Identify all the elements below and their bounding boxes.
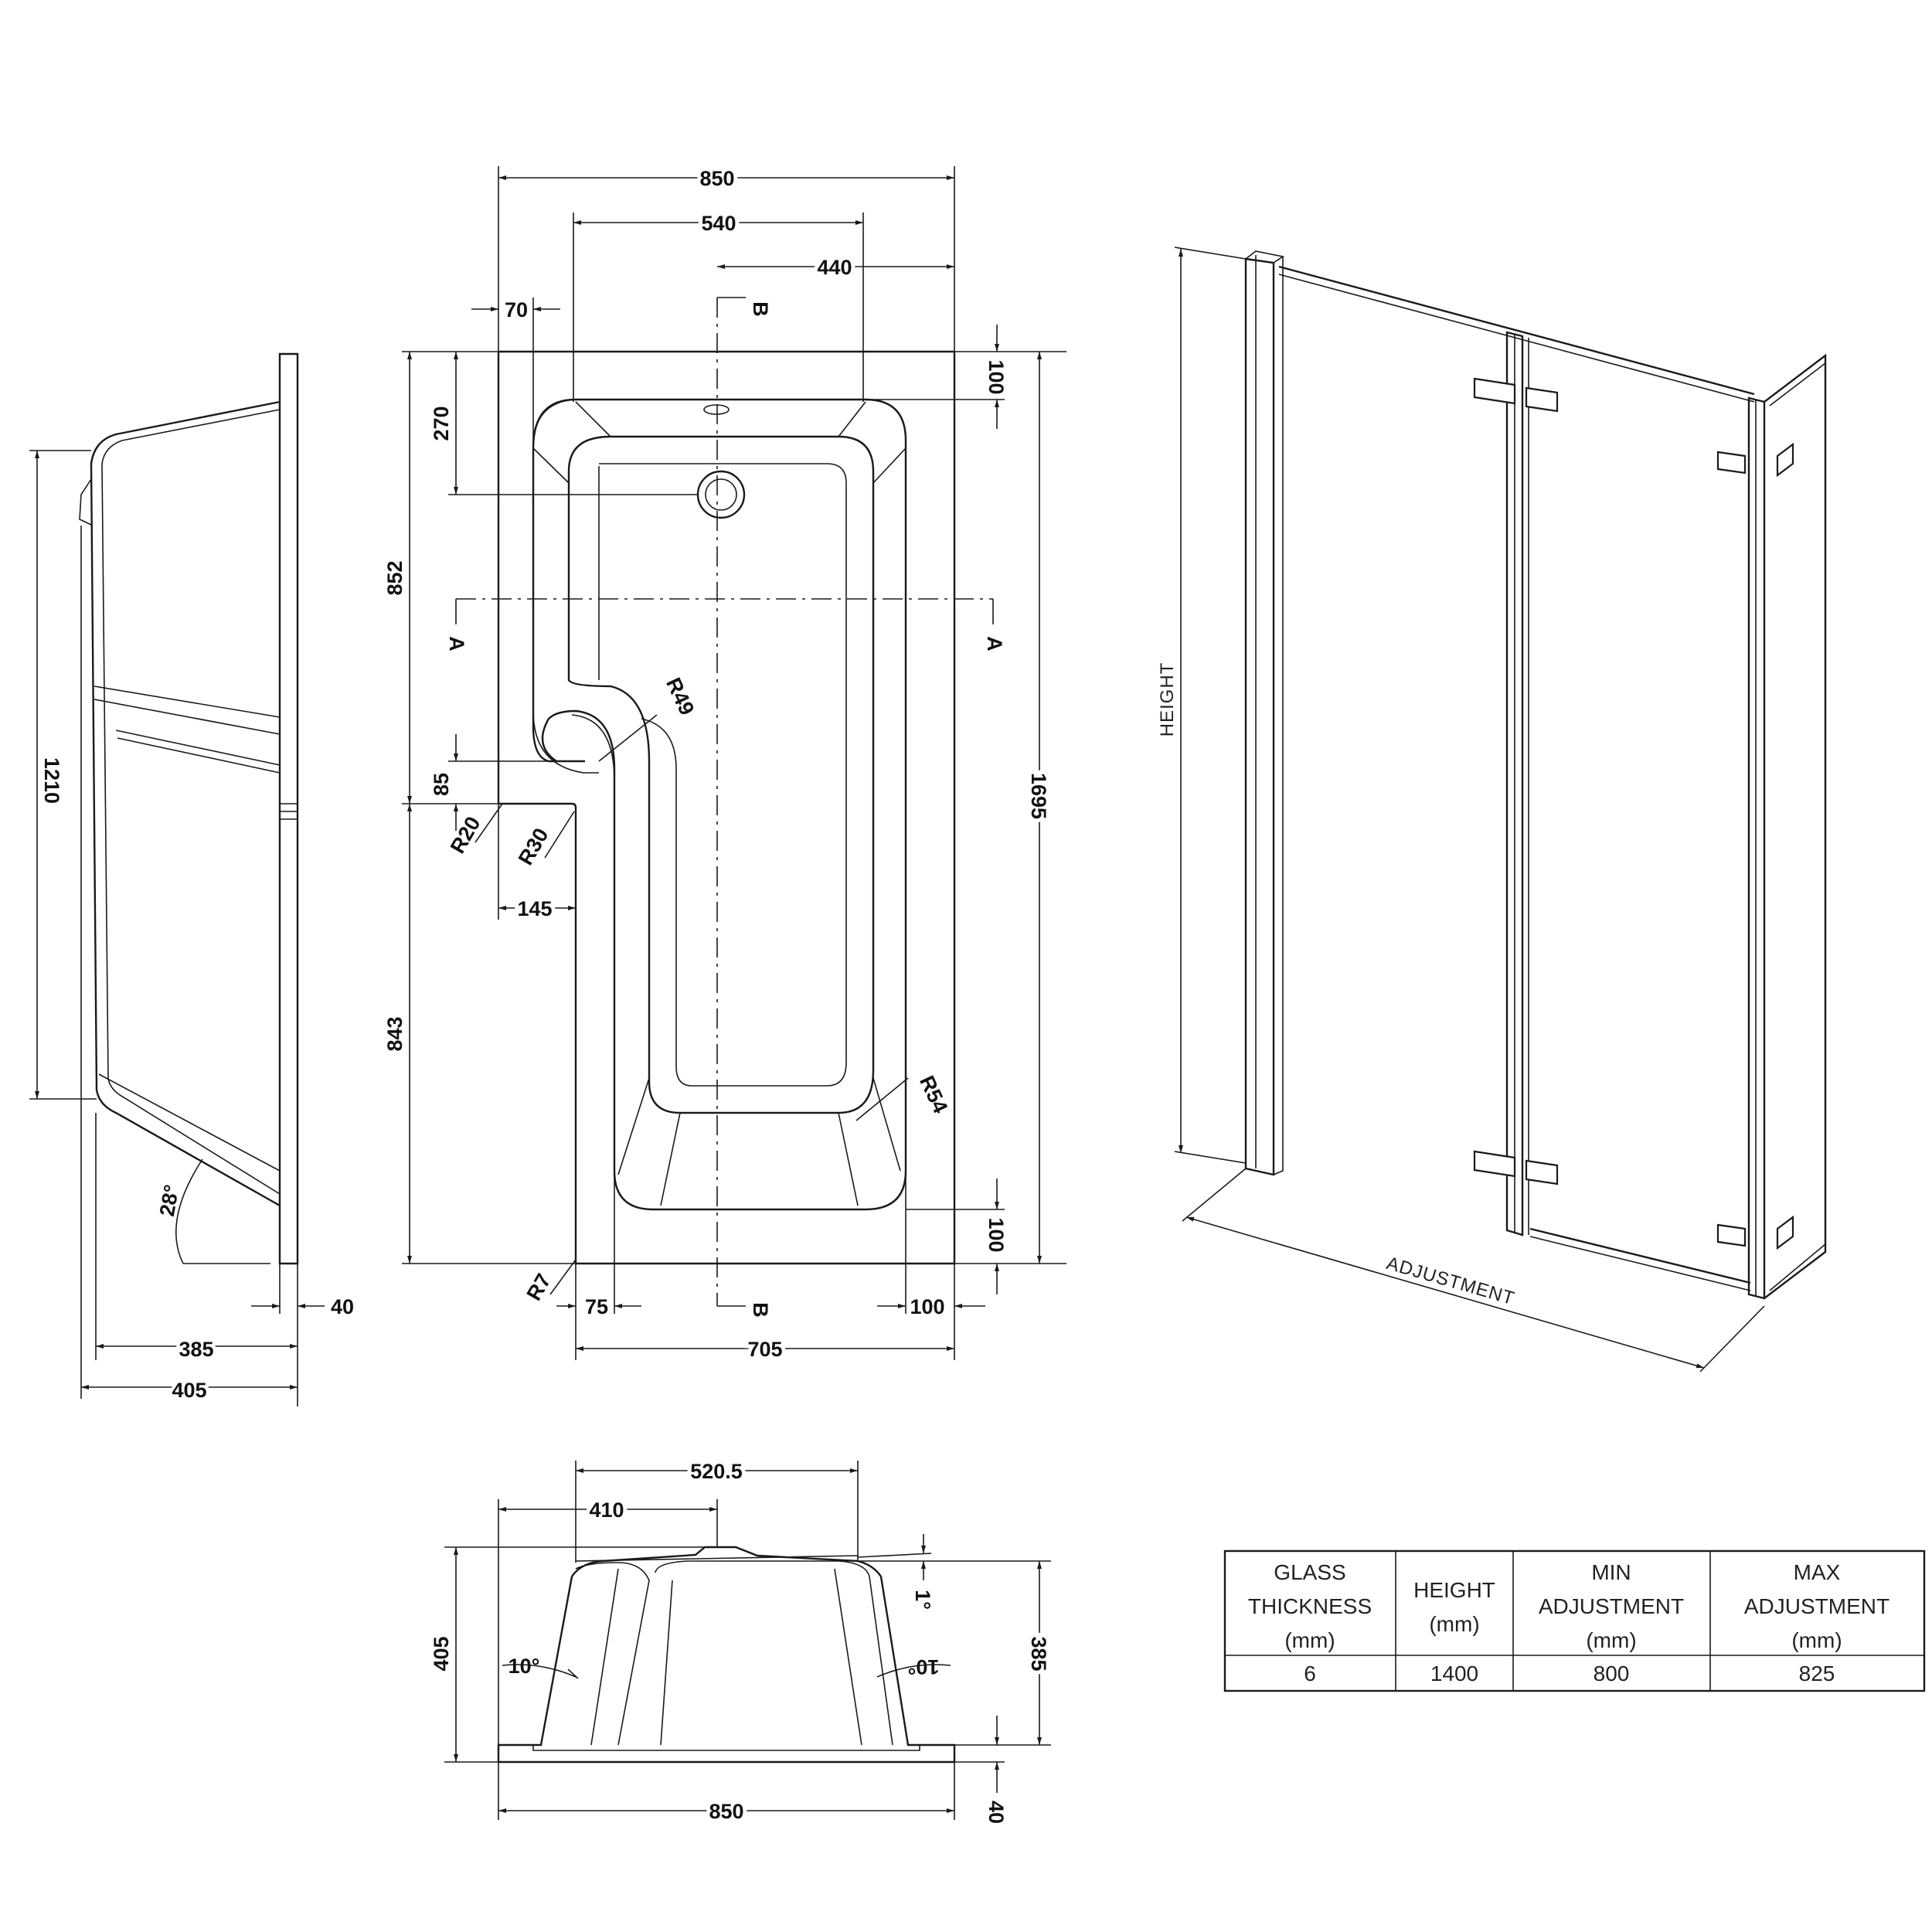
table-header-max-2: ADJUSTMENT [1744,1594,1889,1618]
table-header-glass-3: (mm) [1284,1628,1335,1652]
table-header-min-3: (mm) [1586,1628,1636,1652]
plan-rim-top-label: 100 [985,359,1008,394]
table-header-min-1: MIN [1591,1560,1631,1584]
side-angle-label: 28° [155,1183,184,1218]
plan-rim-left-bottom-label: 75 [585,1295,608,1318]
plan-bowl [532,398,907,1211]
plan-step-label: 85 [430,773,453,796]
side-view: 1210 28° 40 385 405 [29,352,354,1406]
side-view-outline [278,352,299,1265]
end-inner-height-label: 385 [1027,1636,1050,1671]
screen-return-panel [1764,353,1827,1299]
plan-waste-offset-label: 440 [817,256,852,279]
radius-r54-label: R54 [915,1072,952,1117]
side-depth-label: 385 [179,1338,213,1361]
screen-end-post [1747,396,1766,1300]
end-base-width-label: 850 [709,1800,743,1823]
table-cell-glass: 6 [1304,1662,1316,1685]
screen-view: HEIGHT ADJUSTMENT [1157,247,1827,1372]
radius-r49-label: R49 [662,674,699,719]
end-view: 520.5 410 1° 405 385 40 10° 10° 850 [426,1456,1054,1827]
plan-width-label: 850 [699,167,734,190]
plan-lower-length-label: 843 [383,1016,406,1051]
plan-view: A A B B 850 540 440 70 100 1695 100 [379,163,1066,1365]
table-header-glass-2: THICKNESS [1248,1594,1372,1618]
table-cell-height: 1400 [1430,1662,1478,1685]
end-view-outline [497,1546,956,1764]
plan-rim-bottom-label: 100 [985,1217,1008,1252]
radius-r7-label: R7 [522,1270,556,1304]
table-cell-max: 825 [1799,1662,1835,1685]
end-rim-label: 40 [985,1801,1008,1824]
plan-length-label: 1695 [1027,773,1050,819]
side-length-label: 1210 [40,757,63,804]
end-waste-position-label: 410 [589,1498,624,1522]
plan-rim-right-bottom-label: 100 [910,1295,944,1318]
radius-r30-label: R30 [514,825,553,869]
section-mark-b-bottom: B [749,1302,772,1318]
table-header-glass-1: GLASS [1274,1560,1345,1584]
screen-wall-post [1244,257,1275,1176]
radius-r20-label: R20 [446,813,485,858]
screen-height-label: HEIGHT [1157,662,1178,737]
side-rim-label: 40 [331,1295,354,1318]
table-cell-min: 800 [1594,1662,1630,1685]
side-overall-depth-label: 405 [172,1379,206,1402]
spec-table: GLASS THICKNESS (mm) HEIGHT (mm) MIN ADJ… [1223,1549,1926,1692]
plan-waste-from-top-label: 270 [430,406,453,440]
section-mark-b-top: B [749,301,772,317]
plan-lower-width-label: 705 [747,1338,782,1361]
end-height-label: 405 [430,1636,453,1671]
end-right-angle-label: 10° [908,1655,940,1679]
table-header-height-2: (mm) [1429,1612,1479,1636]
plan-outline [497,350,956,1265]
table-header-max-3: (mm) [1791,1628,1842,1652]
table-header-min-2: ADJUSTMENT [1539,1594,1684,1618]
plan-step-width-label: 145 [517,897,552,920]
table-header-height-1: HEIGHT [1413,1578,1495,1602]
end-slope-label: 1° [911,1590,934,1610]
side-view-body [90,400,281,1207]
plan-rim-left-label: 70 [505,298,528,321]
table-header-max-1: MAX [1794,1560,1841,1584]
section-mark-a-right: A [983,636,1006,651]
section-mark-a-left: A [445,636,468,651]
end-left-angle-label: 10° [509,1655,540,1678]
plan-inner-width-label: 540 [701,212,736,235]
end-top-width-label: 520.5 [690,1460,743,1483]
plan-upper-length-label: 852 [383,560,406,595]
